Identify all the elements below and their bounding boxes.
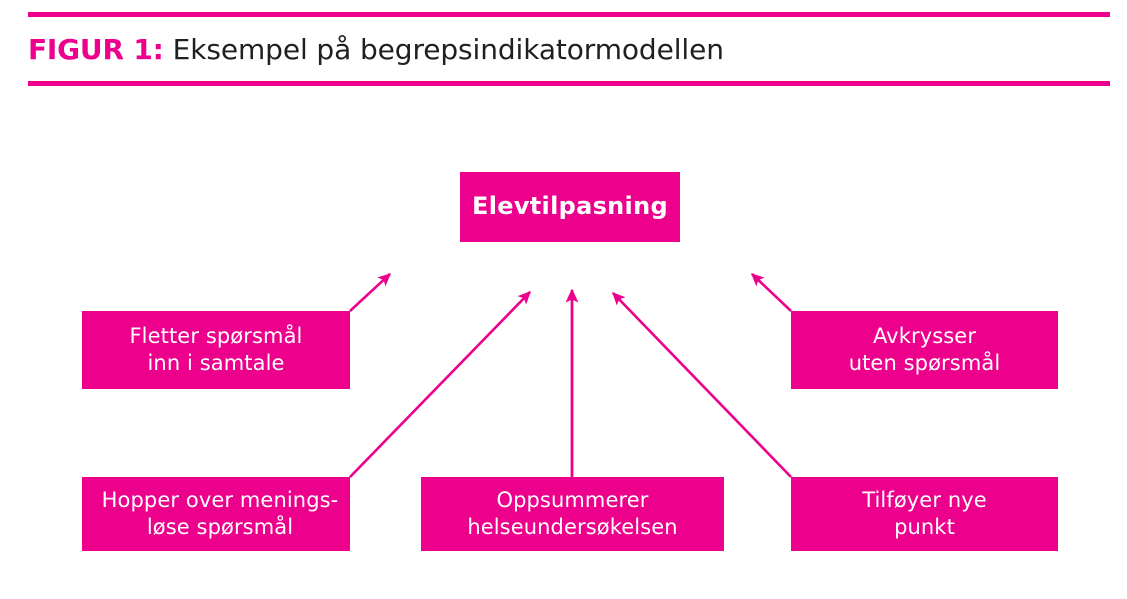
node-elevtilpasning-label: Elevtilpasning — [472, 192, 668, 221]
arrow-hopper-to-root — [349, 291, 531, 478]
node-oppsummerer-helseundersokelsen-line-1: Oppsummerer — [496, 487, 649, 512]
node-avkrysser-uten-sporsmal-line-2: uten spørsmål — [848, 351, 1001, 375]
node-tilfoyer-nye-punkt-line-2: punkt — [894, 515, 955, 539]
arrow-tilfoyer-to-root — [612, 292, 792, 478]
node-oppsummerer-helseundersokelsen[interactable]: Oppsummerer helseundersøkelsen — [421, 477, 724, 551]
node-tilfoyer-nye-punkt[interactable]: Tilføyer nye punkt — [791, 477, 1058, 551]
node-hopper-over-meningslose-sporsmal-line-2: løse spørsmål — [146, 515, 294, 539]
arrow-fletter-to-root — [349, 273, 391, 312]
node-tilfoyer-nye-punkt-line-1: Tilføyer nye — [862, 487, 987, 512]
figure-label: FIGUR 1: — [28, 32, 164, 66]
node-fletter-sporsmal-line-2: inn i samtale — [147, 351, 285, 375]
node-oppsummerer-helseundersokelsen-line-2: helseundersøkelsen — [467, 515, 678, 539]
node-avkrysser-uten-sporsmal-line-1: Avkrysser — [872, 323, 977, 348]
node-hopper-over-meningslose-sporsmal[interactable]: Hopper over menings- løse spørsmål — [82, 477, 350, 551]
figure-caption: FIGUR 1: Eksempel på begrepsindikatormod… — [28, 17, 1110, 81]
node-hopper-over-meningslose-sporsmal-line-1: Hopper over menings- — [101, 487, 339, 512]
arrow-avkrysser-to-root — [751, 273, 792, 312]
header-rule-top — [28, 12, 1110, 17]
figure-title: Eksempel på begrepsindikatormodellen — [172, 32, 724, 66]
header-rule-bottom — [28, 81, 1110, 86]
node-fletter-sporsmal[interactable]: Fletter spørsmål inn i samtale — [82, 311, 350, 389]
node-fletter-sporsmal-line-1: Fletter spørsmål — [129, 323, 303, 348]
node-elevtilpasning[interactable]: Elevtilpasning — [460, 172, 680, 242]
figure-header: FIGUR 1: Eksempel på begrepsindikatormod… — [28, 12, 1110, 86]
node-avkrysser-uten-sporsmal[interactable]: Avkrysser uten spørsmål — [791, 311, 1058, 389]
